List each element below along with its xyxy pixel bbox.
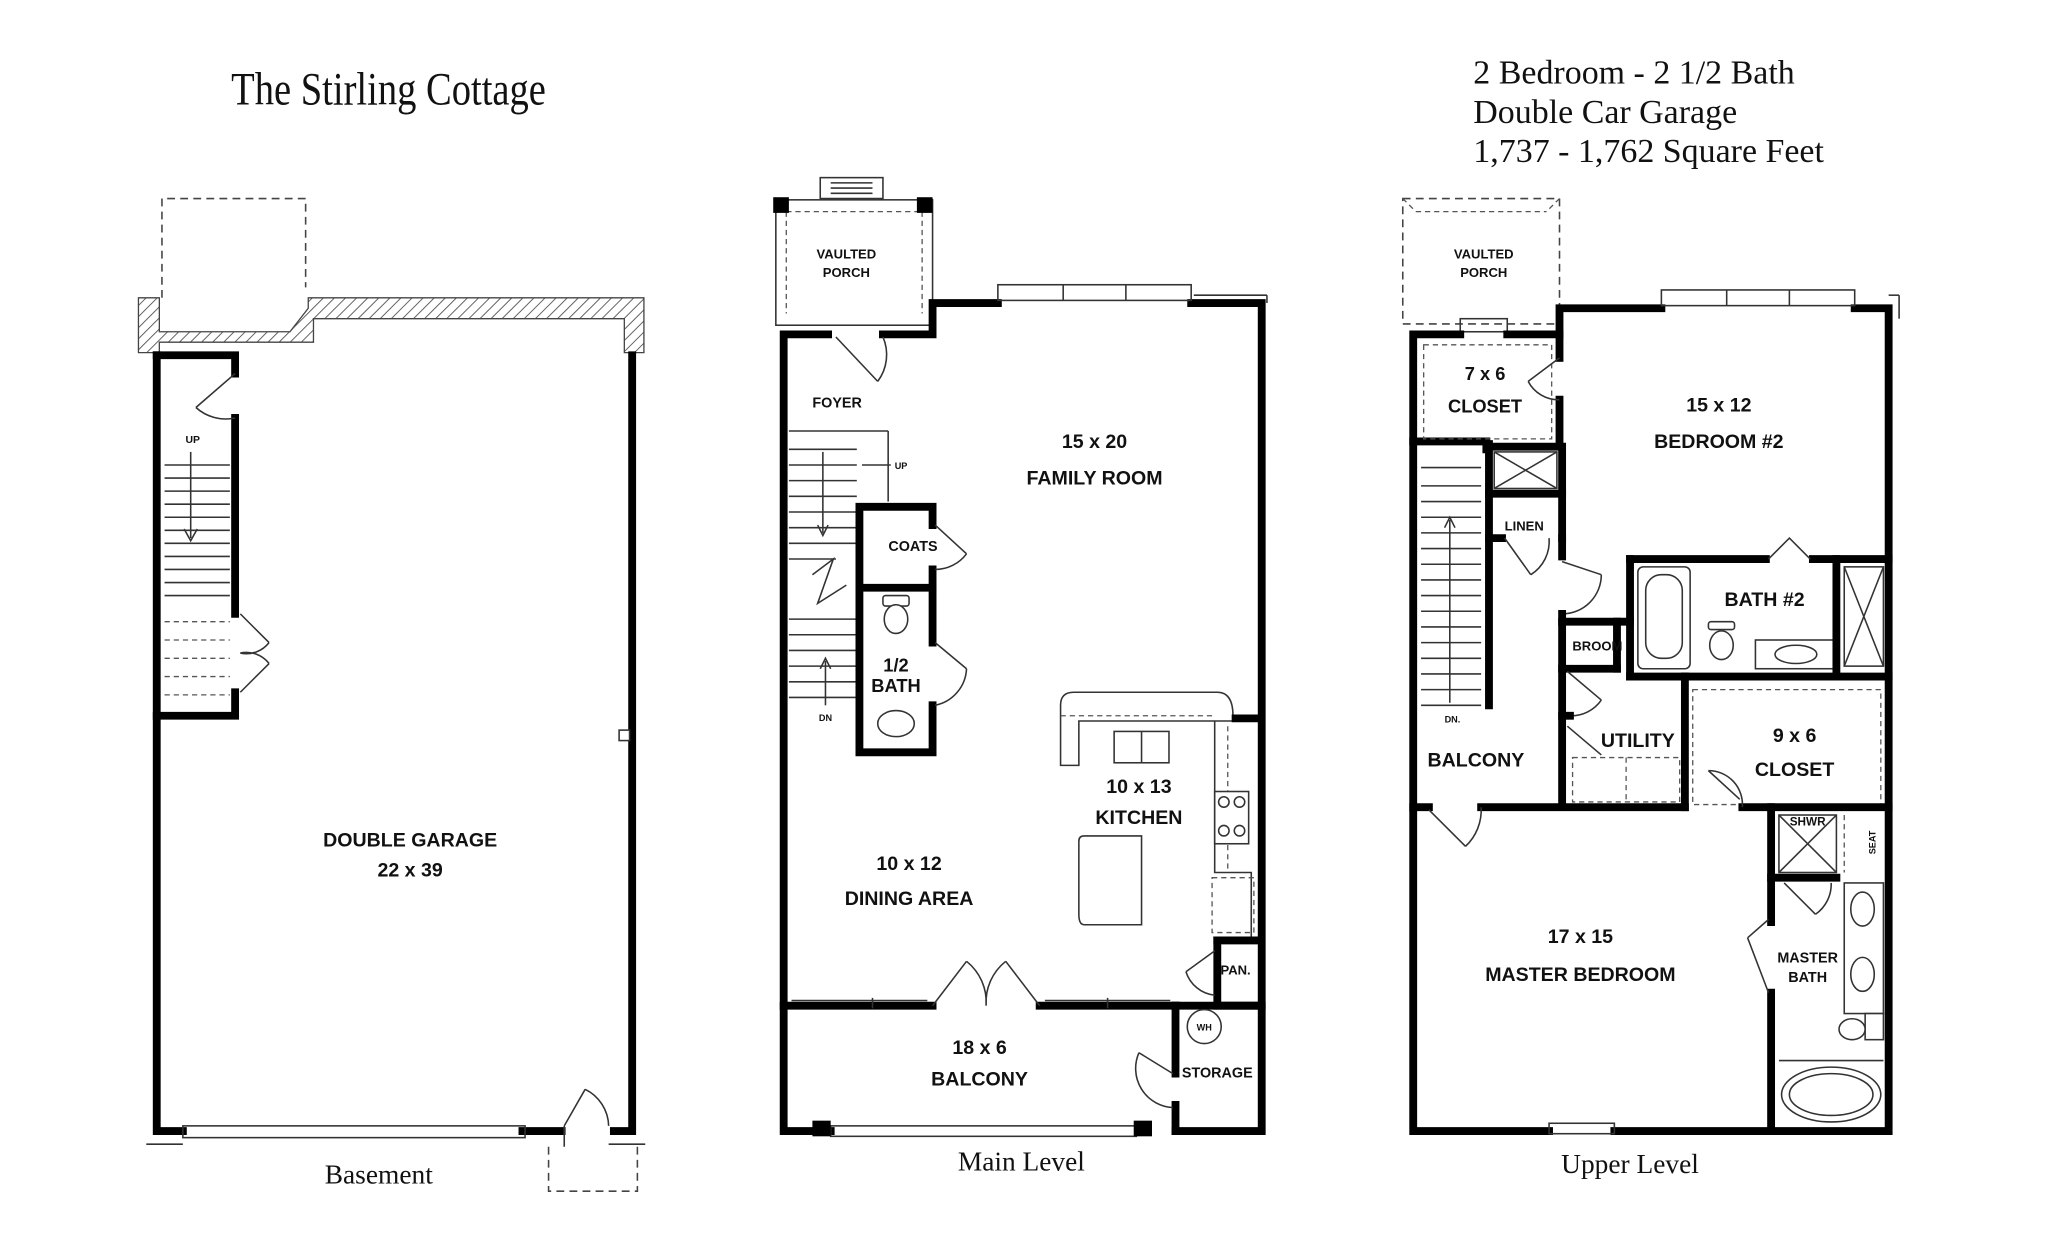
upper-dn-label: DN. (1445, 714, 1461, 724)
bath2-label: BATH #2 (1724, 589, 1804, 611)
linen-label: LINEN (1505, 518, 1544, 533)
spec-bed-bath: 2 Bedroom - 2 1/2 Bath (1473, 55, 1794, 92)
kitchen-dims: 10 x 13 (1106, 776, 1171, 798)
upper-staircase (1421, 440, 1493, 710)
coats-label: COATS (888, 539, 938, 555)
upper-porch-label: PORCH (1460, 265, 1507, 280)
closet2-name: CLOSET (1755, 759, 1834, 781)
half-bath-label: BATH (871, 675, 920, 696)
seat-label: SEAT (1868, 830, 1878, 854)
broom-label: BROOM (1572, 638, 1622, 653)
closet2-dims: 9 x 6 (1773, 725, 1817, 747)
main-porch-label: PORCH (823, 265, 870, 280)
main-level-plan: VAULTED PORCH FOYER (773, 176, 1268, 1138)
spec-square-feet: 1,737 - 1,762 Square Feet (1473, 133, 1824, 170)
plan-title: The Stirling Cottage (231, 64, 546, 115)
main-porch-vaulted: VAULTED (817, 247, 877, 262)
basement-outer-wall (152, 351, 187, 1136)
upper-outer-wall (1409, 330, 1553, 1136)
basement-plan: UP DOUBLE GARAGE 22 x 39 (137, 197, 646, 1192)
bedroom2-name: BEDROOM #2 (1654, 431, 1784, 453)
main-balcony-dims: 18 x 6 (952, 1037, 1007, 1059)
upper-level-plan: VAULTED PORCH 7 x 6 CLOSET 15 x 12 BEDRO… (1401, 197, 1900, 1136)
storage-label: STORAGE (1182, 1066, 1253, 1082)
upper-vaulted-porch (1401, 197, 1561, 325)
dining-dims: 10 x 12 (876, 853, 941, 875)
utility-label: UTILITY (1601, 730, 1675, 752)
upper-level-label: Upper Level (1561, 1149, 1699, 1179)
family-room-dims: 15 x 20 (1062, 431, 1127, 453)
basement-staircase (164, 451, 230, 696)
dining-name: DINING AREA (845, 888, 974, 910)
foyer-label: FOYER (812, 396, 862, 412)
pantry-label: PAN. (1220, 962, 1250, 977)
basement-level-label: Basement (325, 1159, 433, 1189)
basement-porch-outline (161, 197, 307, 298)
kitchen-name: KITCHEN (1095, 807, 1182, 829)
basement-right-wall (609, 351, 637, 1136)
garage-dims: 22 x 39 (377, 859, 442, 881)
family-room-name: FAMILY ROOM (1027, 468, 1163, 490)
main-balcony-name: BALCONY (931, 1068, 1028, 1090)
basement-up-label: UP (185, 435, 200, 446)
spec-garage: Double Car Garage (1473, 94, 1737, 131)
master-bedroom-name: MASTER BEDROOM (1485, 964, 1675, 986)
garage-door (182, 1125, 526, 1139)
basement-foundation-wall (137, 297, 645, 354)
closet1-dims: 7 x 6 (1465, 363, 1506, 384)
main-dn-label: DN (819, 713, 832, 723)
upper-balcony-label: BALCONY (1428, 750, 1525, 772)
master-bath-label-2: BATH (1788, 970, 1827, 986)
main-level-label: Main Level (958, 1146, 1085, 1176)
half-bath-fraction: 1/2 (883, 654, 908, 675)
shower-label: SHWR (1790, 815, 1826, 828)
upper-porch-vaulted: VAULTED (1454, 247, 1514, 262)
main-up-label: UP (895, 461, 908, 471)
main-vaulted-porch (775, 199, 934, 327)
bedroom2-dims: 15 x 12 (1686, 394, 1751, 416)
master-bedroom-dims: 17 x 15 (1548, 926, 1613, 948)
master-bath-label-1: MASTER (1777, 951, 1838, 967)
main-outer-wall (779, 330, 835, 1136)
main-staircase (788, 430, 891, 706)
water-heater-label: WH (1197, 1023, 1212, 1033)
garage-name: DOUBLE GARAGE (323, 829, 497, 851)
closet1-name: CLOSET (1448, 396, 1522, 417)
